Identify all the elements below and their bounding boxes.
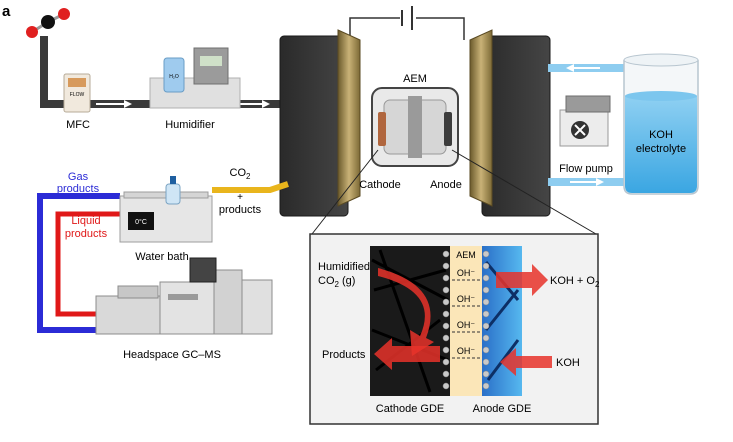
- cathode-label: Cathode: [359, 179, 401, 191]
- inset-products-label: Products: [322, 349, 366, 361]
- zoom-line-left: [311, 149, 379, 235]
- inset-koh-arrow: [500, 348, 552, 376]
- water-bath-label: Water bath: [135, 251, 188, 263]
- liquid-products-line: [55, 211, 122, 317]
- co2-outlet-tube: [212, 181, 289, 193]
- gas-products-line: [37, 193, 120, 333]
- inset-oh-3: OH⁻: [457, 320, 476, 330]
- water-bath-device: 0°C: [119, 176, 213, 243]
- flow-pump: [559, 95, 611, 147]
- inset-cathode-gde-label: Cathode GDE: [376, 403, 444, 415]
- inset-koh-o2-arrow: [496, 264, 548, 296]
- gas-products-label-1: Gas: [68, 171, 89, 183]
- gcms-label: Headspace GC–MS: [123, 349, 221, 361]
- inset-products-arrow: [374, 338, 440, 370]
- cathode-gde-strip: [378, 112, 386, 146]
- inset-humidified-2: CO2 (g): [318, 275, 355, 289]
- inset-anode-gde-label: Anode GDE: [473, 403, 532, 415]
- inset-oh-4: OH⁻: [457, 346, 476, 356]
- mfc-device-label: FLOW: [70, 92, 85, 98]
- humidifier-device: H₂O: [149, 47, 241, 109]
- koh-label-line1: KOH: [649, 129, 673, 141]
- mfc-device: FLOW: [63, 73, 91, 113]
- inset-koh-o2-label: KOH + O2: [550, 275, 600, 289]
- aem-label: AEM: [403, 73, 427, 85]
- co2-outlet-label: CO2: [230, 167, 252, 181]
- gas-products-label-2: products: [57, 183, 100, 195]
- products-label: products: [219, 204, 262, 216]
- power-source: [349, 6, 465, 40]
- water-bath-display: 0°C: [135, 218, 147, 226]
- liquid-products-label-2: products: [65, 228, 108, 240]
- plus-label: +: [237, 192, 243, 203]
- inset-aem-label: AEM: [456, 250, 476, 260]
- inset-panel: [309, 233, 599, 425]
- inset-co2-arrow: [378, 268, 434, 356]
- inset-koh-label: KOH: [556, 357, 580, 369]
- humidifier-bottle-label: H₂O: [169, 74, 179, 80]
- anode-label: Anode: [430, 179, 462, 191]
- anode-gde-strip: [444, 112, 452, 146]
- anode-current-collector: [469, 29, 493, 207]
- liquid-products-label-1: Liquid: [71, 215, 100, 227]
- panel-label: a: [2, 3, 11, 20]
- inset-humidified-1: Humidified: [318, 261, 370, 273]
- koh-beaker: [623, 53, 699, 195]
- cathode-current-collector: [337, 29, 361, 207]
- inset-oh-2: OH⁻: [457, 294, 476, 304]
- humidifier-label: Humidifier: [165, 119, 215, 131]
- inset-aem-band: [450, 246, 482, 396]
- koh-label-line2: electrolyte: [636, 143, 686, 155]
- flow-pump-label: Flow pump: [559, 163, 613, 175]
- co2-molecule-icon: [26, 8, 70, 38]
- mfc-label: MFC: [66, 119, 90, 131]
- zoom-line-right: [451, 149, 597, 235]
- inset-oh-1: OH⁻: [457, 268, 476, 278]
- gcms-instrument: [95, 257, 273, 335]
